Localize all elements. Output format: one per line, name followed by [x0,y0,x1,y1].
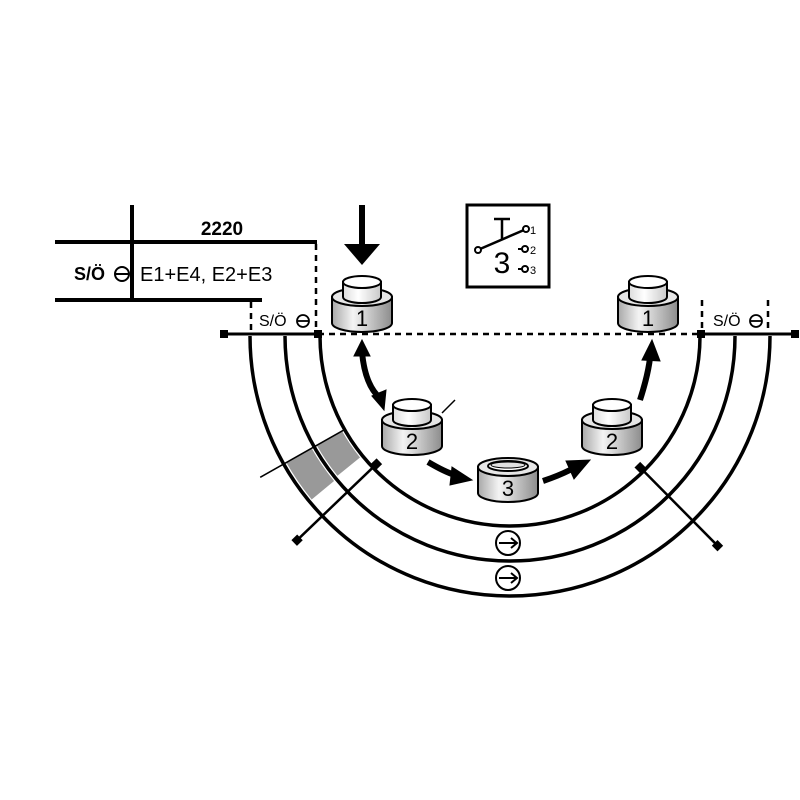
insert-arrow-icon [344,205,380,265]
selector-number: 3 [494,247,511,280]
program-number: 2220 [201,219,243,240]
highlight-band [286,431,361,500]
circled-arrow-icon [296,314,310,328]
direction-icon [495,530,521,556]
track-label-left: S/Ö [259,312,287,330]
track-baseline [220,330,799,338]
pointer-line [441,399,456,414]
flow-arrow-1-2 [359,351,383,401]
inner-arc [318,335,702,528]
station-1-cylinder: 1 [331,275,393,333]
middle-arc [283,335,737,563]
radial-marker-line [639,466,719,547]
marker-end [711,540,724,552]
circled-arrow-icon [749,314,763,328]
direction-icon [495,565,521,591]
marker-end [370,458,383,470]
station-2-cylinder: 2 [381,398,443,456]
station-number: 2 [606,429,618,454]
marker-end [291,534,303,546]
marker-end [634,461,646,474]
selector-position-1: 1 [530,225,536,237]
selector-position-2: 2 [530,245,536,257]
flow-arrow-2-1 [637,357,653,401]
selector-switch-icon [465,203,551,289]
station-number: 1 [642,306,654,331]
radial-marker-line [296,463,378,542]
gray-band-segment [316,431,361,476]
stations: 1 2 3 2 1 [331,275,679,503]
track-label-right: S/Ö [713,312,741,330]
circled-arrow-icon [114,266,130,282]
station-4-cylinder: 2 [581,398,643,456]
radial-markers [259,428,724,552]
right-label-box [700,300,770,333]
station-number: 2 [406,429,418,454]
row-value: E1+E4, E2+E3 [140,264,272,286]
outer-arc [248,335,772,598]
station-number: 3 [502,476,514,501]
track-arcs [248,335,772,598]
program-table [55,205,318,330]
flow-arrow-3-2 [542,467,572,484]
station-number: 1 [356,306,368,331]
station-5-cylinder: 1 [617,275,679,333]
row-label: S/Ö [74,264,105,284]
radial-marker-line [259,428,346,478]
selector-position-3: 3 [530,265,536,277]
gray-band-segment [286,448,335,500]
station-3-cylinder: 3 [477,457,539,503]
flow-arrows [353,338,661,486]
